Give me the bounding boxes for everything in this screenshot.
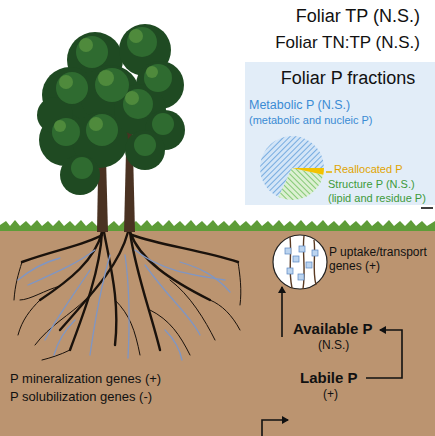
solubilization-genes-label: P solubilization genes (-) [8,390,154,405]
significance-label: (+) [323,388,338,402]
pool-label: Available P [293,320,372,337]
soil [0,229,435,436]
metabolic-label: Metabolic P (N.S.) [249,98,350,112]
foliar-tp-label: Foliar TP (N.S.) [296,6,420,27]
pool-label: Labile P [300,369,358,386]
tree-canopies [37,24,185,195]
grass [0,220,435,231]
root-zoom-circle [273,235,327,289]
panel-heading: Foliar P fractions [245,62,435,89]
foliar-ratio-label: Foliar TN:TP (N.S.) [275,33,420,53]
structure-label: Structure P (N.S.) [328,178,415,191]
reallocated-label: Reallocated P [334,163,403,176]
mineralization-genes-label: P mineralization genes (+) [8,372,163,387]
metabolic-note: (metabolic and nucleic P) [249,114,373,127]
significance-label: (N.S.) [318,339,349,353]
uptake-genes-label: P uptake/transport genes (+) [329,246,431,274]
roots [14,232,241,360]
structure-note: (lipid and residue P) [328,192,426,205]
